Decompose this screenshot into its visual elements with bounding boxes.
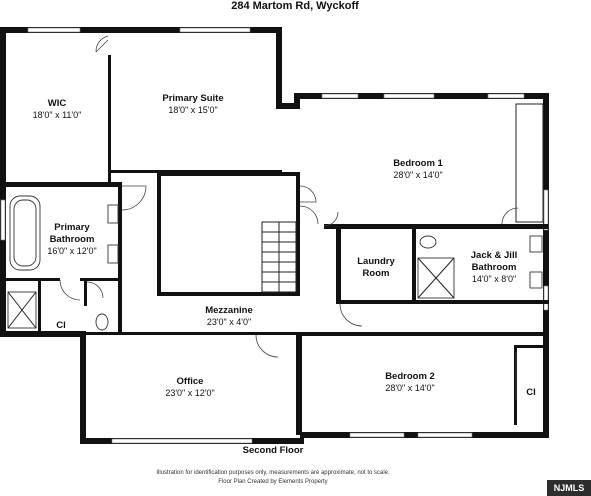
doors (59, 35, 519, 400)
room-laundry-name1: Laundry (357, 256, 395, 267)
room-closet-right-name: Cl (526, 387, 536, 398)
disclaimer-line2: Floor Plan Created by Elements Property (218, 479, 327, 485)
room-primary-suite-name: Primary Suite (162, 93, 223, 104)
room-wic-name: WIC (48, 98, 67, 109)
staircase (261, 221, 297, 293)
room-jack-jill-dims: 14'0" x 8'0" (472, 274, 516, 284)
room-primary-suite-dims: 18'0" x 15'0" (168, 105, 217, 115)
room-labels: WIC 18'0" x 11'0" Primary Suite 18'0" x … (33, 93, 536, 398)
address-title: 284 Martom Rd, Wyckoff (231, 0, 359, 12)
njmls-badge: NJMLS (547, 480, 591, 496)
room-bedroom1-dims: 28'0" x 14'0" (393, 170, 442, 180)
room-wic-dims: 18'0" x 11'0" (33, 110, 82, 120)
room-primary-bathroom-dims: 16'0" x 12'0" (47, 246, 96, 256)
room-laundry-name2: Room (363, 268, 390, 279)
room-bedroom2-name: Bedroom 2 (385, 371, 435, 382)
room-jack-jill-name1: Jack & Jill (471, 250, 517, 261)
room-bedroom2-dims: 28'0" x 14'0" (385, 383, 434, 393)
disclaimer-line1: Illustration for identification purposes… (156, 470, 390, 476)
room-mezzanine-dims: 23'0" x 4'0" (207, 317, 251, 327)
windows (0, 27, 549, 444)
room-office-dims: 23'0" x 12'0" (165, 388, 214, 398)
room-office-name: Office (177, 376, 204, 387)
floor-label: Second Floor (243, 445, 304, 456)
room-mezzanine-name: Mezzanine (205, 305, 253, 316)
room-primary-bathroom-name1: Primary (54, 222, 90, 233)
room-bedroom1-name: Bedroom 1 (393, 158, 443, 169)
interior-walls (0, 55, 549, 435)
fixtures (7, 195, 543, 331)
room-primary-bathroom-name2: Bathroom (50, 234, 95, 245)
room-closet-left-name: Cl (56, 320, 66, 331)
room-jack-jill-name2: Bathroom (472, 262, 517, 273)
